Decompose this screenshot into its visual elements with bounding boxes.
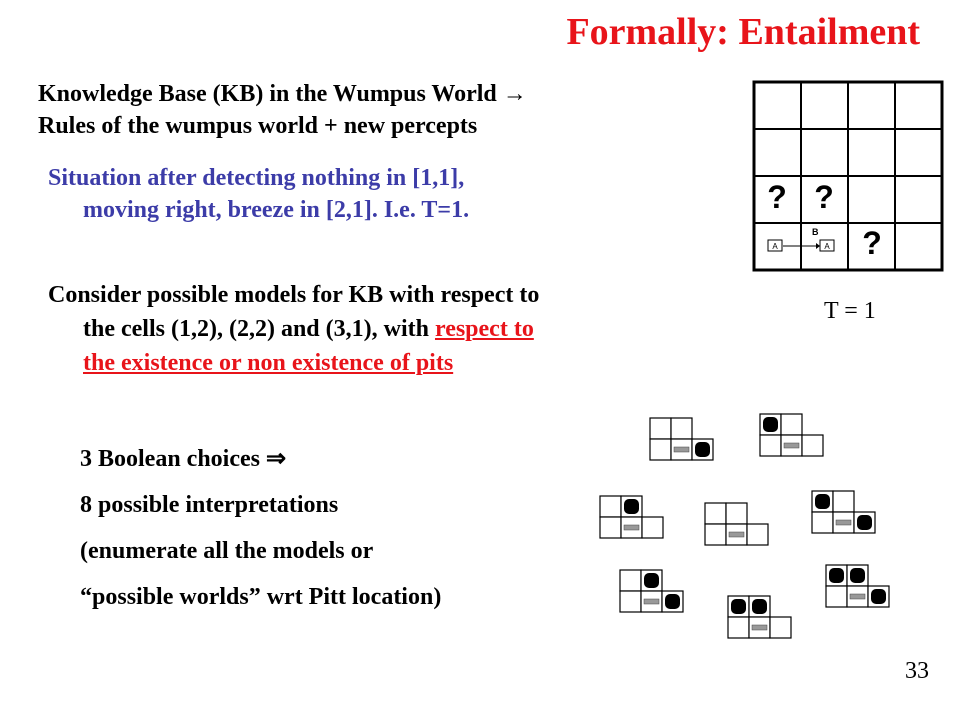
consider-line-2-red: respect to	[434, 316, 534, 342]
wumpus-grid: ? ? ? A A B	[752, 80, 944, 272]
question-mark-3-1: ?	[862, 225, 882, 261]
model-cell	[649, 438, 672, 461]
possible-world-model	[759, 413, 824, 457]
move-arrow-head	[816, 243, 820, 249]
agent-label-1-1: A	[772, 242, 778, 251]
model-breeze-mark	[751, 624, 768, 631]
agent-label-2-1: A	[824, 242, 830, 251]
kb-description: Knowledge Base (KB) in the Wumpus World …	[38, 78, 527, 142]
model-cell	[759, 434, 782, 457]
consider-line-2-text: the cells (1,2), (2,2) and (3,1), with	[83, 316, 429, 342]
question-mark-2-2: ?	[814, 179, 834, 215]
model-cell	[599, 516, 622, 539]
slide-title: Formally: Entailment	[566, 11, 920, 53]
pit-marker	[752, 599, 767, 614]
model-cell	[725, 502, 748, 525]
consider-line-1-text: Consider possible models for KB with res…	[48, 282, 540, 308]
model-cell	[619, 590, 642, 613]
model-cell	[670, 417, 693, 440]
model-breeze-mark	[673, 446, 690, 453]
model-cell	[746, 523, 769, 546]
model-breeze-mark	[643, 598, 660, 605]
pit-marker	[644, 573, 659, 588]
situation-description: Situation after detecting nothing in [1,…	[48, 162, 469, 226]
model-cell	[780, 413, 803, 436]
breeze-label: B	[812, 227, 819, 237]
choice-line-3: (enumerate all the models or	[80, 538, 374, 564]
choice-line-4: “possible worlds” wrt Pitt location)	[80, 584, 442, 610]
consider-line-3: the existence or non existence of pits	[48, 346, 539, 380]
model-cell	[599, 495, 622, 518]
situation-line-2: moving right, breeze in [2,1]. I.e. T=1.	[83, 197, 470, 223]
pit-marker	[871, 589, 886, 604]
possible-world-model	[811, 490, 876, 534]
choice-line-1: 3 Boolean choices ⇒	[80, 446, 287, 472]
model-cell	[619, 569, 642, 592]
model-cell	[641, 516, 664, 539]
possible-world-model	[599, 495, 664, 539]
situation-line-1: Situation after detecting nothing in [1,…	[48, 165, 465, 191]
model-breeze-mark	[728, 531, 745, 538]
possible-world-model	[825, 564, 890, 608]
possible-world-model	[704, 502, 769, 546]
consider-models-text: Consider possible models for KB with res…	[48, 278, 539, 380]
model-cell	[704, 523, 727, 546]
model-cell	[825, 585, 848, 608]
model-breeze-mark	[835, 519, 852, 526]
page-number: 33	[905, 658, 929, 684]
agent-box-2-1	[819, 239, 835, 252]
consider-line-1: Consider possible models for KB with res…	[48, 278, 539, 312]
question-mark-1-2: ?	[767, 179, 787, 215]
possible-world-model	[727, 595, 792, 639]
model-breeze-mark	[623, 524, 640, 531]
choices-list: 3 Boolean choices ⇒ 8 possible interpret…	[80, 436, 441, 620]
pit-marker	[665, 594, 680, 609]
model-cell	[811, 511, 834, 534]
pit-marker	[857, 515, 872, 530]
pit-marker	[731, 599, 746, 614]
pit-marker	[815, 494, 830, 509]
model-breeze-mark	[783, 442, 800, 449]
pit-marker	[695, 442, 710, 457]
model-cell	[832, 490, 855, 513]
consider-line-3-red: the existence or non existence of pits	[83, 350, 454, 376]
model-cell	[704, 502, 727, 525]
possible-world-model	[649, 417, 714, 461]
choice-line-2: 8 possible interpretations	[80, 492, 339, 518]
pit-marker	[763, 417, 778, 432]
pit-marker	[624, 499, 639, 514]
possible-world-model	[619, 569, 684, 613]
agent-box-1-1	[767, 239, 783, 252]
model-cell	[727, 616, 750, 639]
kb-line-1: Knowledge Base (KB) in the Wumpus World …	[38, 81, 527, 107]
model-cell	[649, 417, 672, 440]
pit-marker	[850, 568, 865, 583]
model-cell	[769, 616, 792, 639]
kb-line-2: Rules of the wumpus world + new percepts	[38, 113, 478, 139]
model-breeze-mark	[849, 593, 866, 600]
pit-marker	[829, 568, 844, 583]
consider-line-2: the cells (1,2), (2,2) and (3,1), with r…	[48, 312, 539, 346]
time-step-label: T = 1	[824, 298, 876, 324]
model-cell	[801, 434, 824, 457]
